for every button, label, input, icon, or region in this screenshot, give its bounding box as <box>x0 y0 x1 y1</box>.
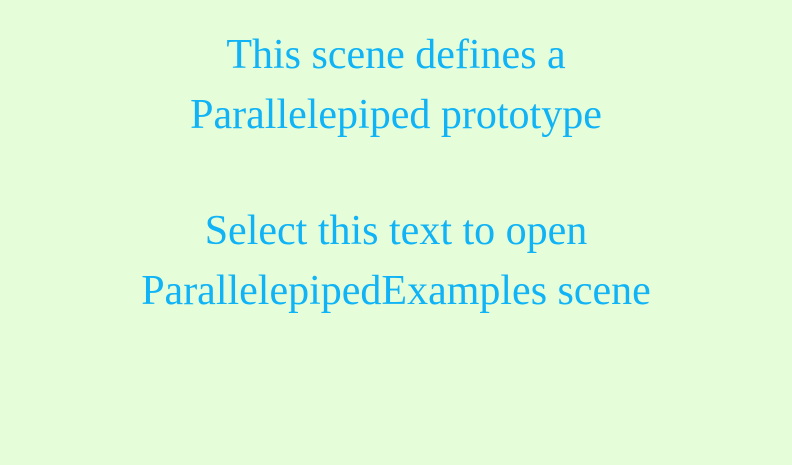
description-line-1: This scene defines a <box>226 32 566 78</box>
link-line-2[interactable]: ParallelepipedExamples scene <box>141 268 651 314</box>
link-line-1[interactable]: Select this text to open <box>204 208 588 254</box>
description-line-2: Parallelepiped prototype <box>190 92 602 138</box>
